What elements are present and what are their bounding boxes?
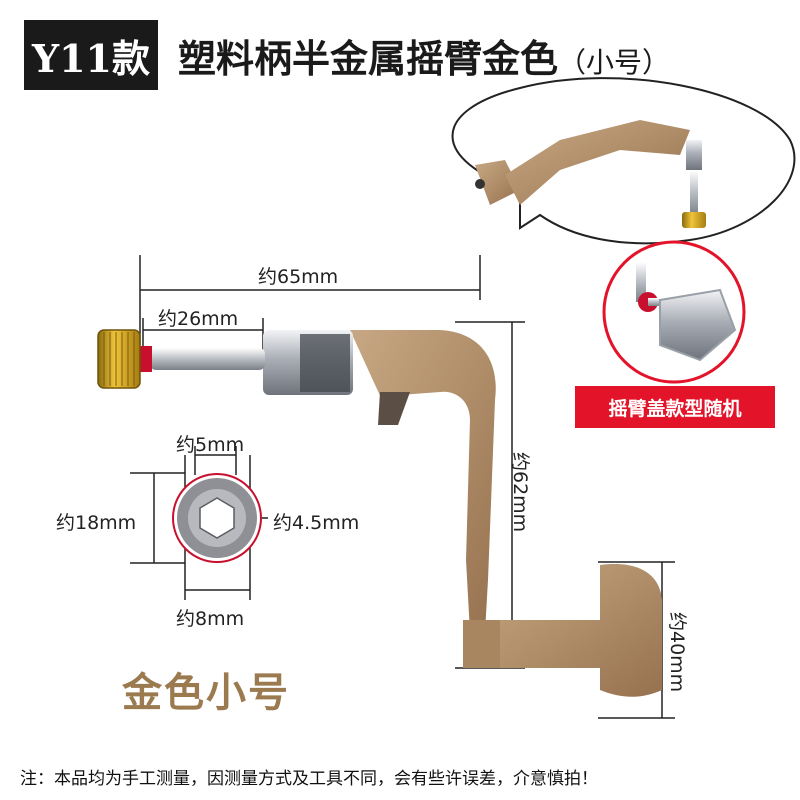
cross-section-illustration	[130, 446, 268, 600]
dim-hole-inner: 约5mm	[176, 434, 245, 456]
color-size-label: 金色小号	[122, 670, 290, 716]
title-suffix: （小号）	[558, 46, 671, 79]
shaft	[150, 348, 265, 370]
dim-knob-height: 约40mm	[666, 612, 688, 693]
crank-arm	[350, 330, 662, 697]
seal-ring	[138, 346, 152, 372]
product-title: 塑料柄半金属摇臂金色（小号）	[178, 28, 670, 83]
measurement-note: 注：本品均为手工测量，因测量方式及工具不同，会有些许误差，介意慎拍！	[20, 769, 598, 789]
dim-hole-ring: 约8mm	[176, 608, 245, 630]
dim-hole-outer: 约18mm	[56, 512, 137, 534]
dim-hole-hex: 约4.5mm	[273, 512, 360, 534]
dim-shaft-length: 约26mm	[158, 308, 239, 330]
dim-arm-height: 约62mm	[509, 452, 531, 533]
chrome-collar	[263, 330, 353, 395]
zoom-bubble	[451, 77, 796, 245]
title-main: 塑料柄半金属摇臂金色	[178, 37, 559, 81]
cap-zoom-circle	[602, 240, 746, 384]
model-badge: Y11款	[24, 20, 158, 90]
gold-cap	[97, 329, 141, 389]
random-cap-badge: 摇臂盖款型随机	[575, 386, 775, 428]
dim-total-length: 约65mm	[258, 266, 339, 288]
